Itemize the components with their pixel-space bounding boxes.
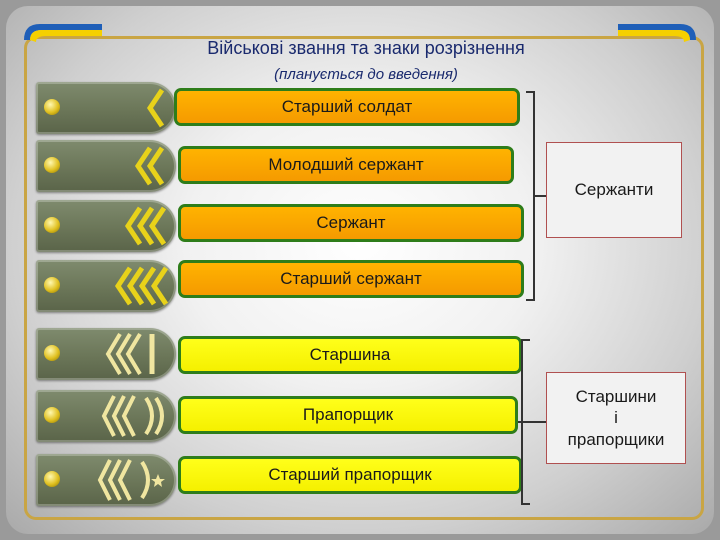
rank-senior-soldier: Старший солдат: [174, 88, 520, 126]
stripe-chevron-icon: [114, 266, 169, 306]
strap-button-icon: [44, 345, 60, 361]
rank-junior-sergeant: Молодший сержант: [178, 146, 514, 184]
strap-button-icon: [44, 471, 60, 487]
ukraine-flag-right-icon: [618, 24, 696, 42]
group-warrant-officers: Старшини і прапорщики: [546, 372, 686, 464]
rank-starshyna: Старшина: [178, 336, 522, 374]
strap-button-icon: [44, 407, 60, 423]
group-sergeants: Сержанти: [546, 142, 682, 238]
shoulder-strap-starshyna: [36, 328, 176, 380]
shoulder-strap-junior-sergeant: [36, 140, 176, 192]
shoulder-strap-senior-sergeant: [36, 260, 176, 312]
group-warrant-line2: і: [614, 408, 618, 428]
stripe-chevron-icon: [124, 206, 167, 246]
rank-senior-sergeant: Старший сержант: [178, 260, 524, 298]
group-warrant-line3: прапорщики: [567, 429, 665, 449]
strap-button-icon: [44, 99, 60, 115]
ukraine-flag-left-icon: [24, 24, 102, 42]
stripe-chevron-icon: [97, 459, 165, 501]
rank-praporshchyk: Прапорщик: [178, 396, 518, 434]
rank-sergeant: Сержант: [178, 204, 524, 242]
shoulder-strap-senior-soldier: [36, 82, 176, 134]
strap-button-icon: [44, 157, 60, 173]
stripe-chevron-icon: [146, 88, 165, 128]
stripe-chevron-icon: [101, 395, 164, 437]
warrant-bracket: [518, 339, 548, 505]
sergeants-bracket: [526, 91, 546, 301]
stripe-chevron-icon: [134, 146, 165, 186]
strap-button-icon: [44, 217, 60, 233]
rank-senior-praporshchyk: Старший прапорщик: [178, 456, 522, 494]
shoulder-strap-praporshchyk: [36, 390, 176, 442]
group-warrant-line1: Старшини: [575, 387, 657, 407]
shoulder-strap-sergeant: [36, 200, 176, 252]
shoulder-strap-senior-praporshchyk: [36, 454, 176, 506]
slide: Військові звання та знаки розрізнення (п…: [6, 6, 714, 534]
gold-border: [24, 36, 704, 520]
strap-button-icon: [44, 277, 60, 293]
page-subtitle: (планується до введення): [274, 66, 458, 83]
page-title: Військові звання та знаки розрізнення: [207, 38, 525, 58]
stripe-chevron-icon: [105, 332, 155, 376]
